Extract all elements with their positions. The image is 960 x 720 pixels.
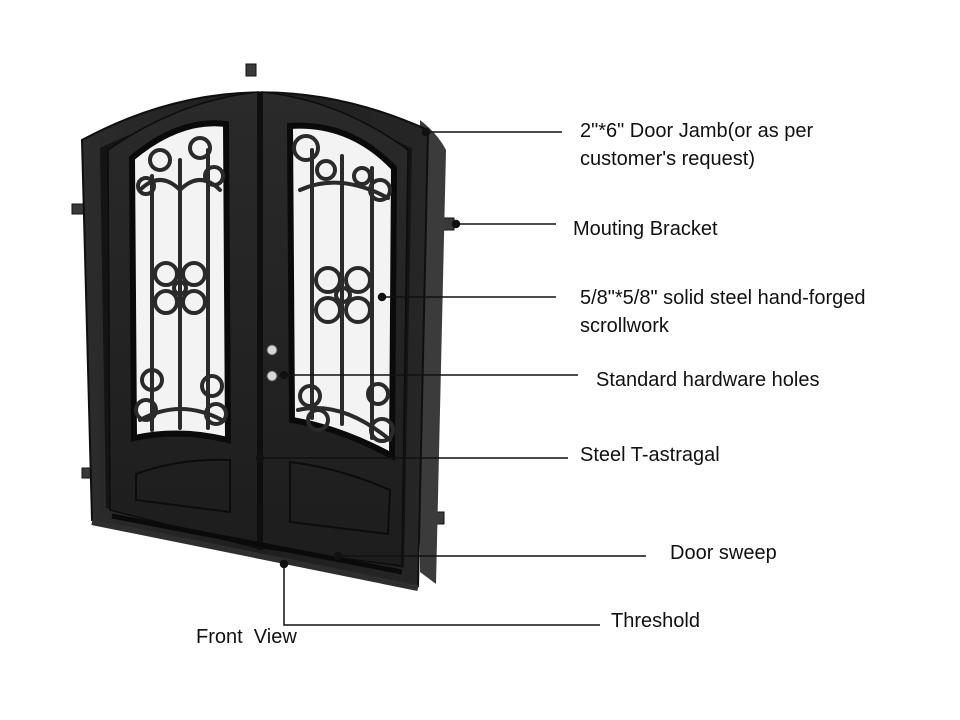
label-threshold: Threshold [611, 610, 700, 632]
hardware-hole-lower [266, 370, 278, 382]
label-t-astragal: Steel T-astragal [580, 444, 720, 466]
view-caption: Front View [196, 626, 297, 648]
label-door-sweep: Door sweep [670, 542, 777, 564]
label-scrollwork-line1: 5/8"*5/8" solid steel hand-forged [580, 287, 866, 309]
label-mounting-bracket: Mouting Bracket [573, 218, 718, 240]
door-sweep [111, 513, 403, 575]
right-lower-panel [289, 460, 392, 536]
t-astragal [257, 92, 263, 550]
leader-lines [255, 127, 646, 626]
label-scrollwork-line2: scrollwork [580, 315, 669, 337]
left-scrollwork [134, 136, 228, 432]
bracket-top [245, 63, 257, 77]
right-scrollwork [292, 134, 395, 443]
label-door-jamb-line2: customer's request) [580, 148, 755, 170]
bracket-left-upper [71, 203, 85, 215]
threshold [91, 519, 419, 591]
label-door-jamb-line1: 2"*6" Door Jamb(or as per [580, 120, 814, 142]
left-lower-panel [135, 458, 231, 514]
label-hardware-holes: Standard hardware holes [596, 369, 820, 391]
leader-threshold [283, 564, 600, 626]
hardware-holes [266, 344, 278, 382]
hardware-hole-upper [266, 344, 278, 356]
